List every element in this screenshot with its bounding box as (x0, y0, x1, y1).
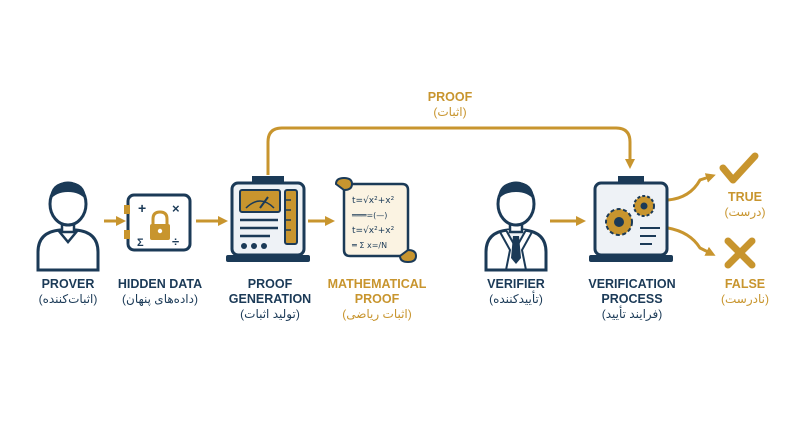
mathematical-proof-title-line2: PROOF (354, 292, 400, 306)
verification-process-title-line2: PROCESS (601, 292, 663, 306)
safe-times-symbol: × (172, 201, 180, 216)
prover-subtitle: (اثبات‌کننده) (38, 292, 98, 306)
scroll-formula-line-2: ═══=(—) (351, 211, 387, 220)
scroll-formula-line-3: t=√x²+x² (352, 225, 395, 236)
verification-process-label: VERIFICATION PROCESS (فرایند تأیید) (578, 277, 686, 322)
scroll-formula-line-4: ═ Σ x=/N (351, 241, 387, 250)
machine-icon (226, 176, 310, 262)
person-icon (36, 181, 100, 272)
proof-arc-subtitle: (اثبات) (433, 105, 467, 119)
scroll-formula-line-1: t=√x²+x² (352, 195, 395, 206)
verifier-title: VERIFIER (487, 277, 545, 291)
arrow-process-to-true (667, 173, 716, 202)
prover-title: PROVER (41, 277, 95, 291)
proof-generation-title-line1: PROOF (247, 277, 293, 291)
gears-monitor-icon (589, 176, 673, 262)
hidden-data-title: HIDDEN DATA (117, 277, 203, 291)
safe-plus-symbol: + (138, 200, 146, 216)
proof-arc-arrow (266, 126, 635, 175)
hidden-data-label: HIDDEN DATA (داده‌های پنهان) (108, 277, 212, 307)
proof-generation-title-line2: GENERATION (228, 292, 312, 306)
arrow-process-to-false (667, 226, 716, 256)
verification-process-title-line1: VERIFICATION (588, 277, 676, 291)
true-subtitle: (درست) (724, 205, 766, 219)
mathematical-proof-title-line1: MATHEMATICAL (327, 277, 427, 291)
mathematical-proof-subtitle: (اثبات ریاضی) (342, 307, 412, 321)
verifier-label: VERIFIER (تأییدکننده) (466, 277, 566, 307)
false-title: FALSE (724, 277, 766, 291)
businessman-icon (484, 181, 548, 272)
safe-divide-symbol: ÷ (172, 234, 179, 249)
safe-sigma-symbol: Σ (137, 237, 144, 249)
proof-arc-label: PROOF (اثبات) (400, 90, 500, 120)
verification-process-subtitle: (فرایند تأیید) (601, 307, 663, 321)
verifier-subtitle: (تأییدکننده) (489, 292, 543, 306)
check-icon (719, 152, 759, 184)
mathematical-proof-label: MATHEMATICAL PROOF (اثبات ریاضی) (318, 277, 436, 322)
false-subtitle: (نادرست) (721, 292, 769, 306)
hidden-data-subtitle: (داده‌های پنهان) (122, 292, 198, 306)
proof-arc-title: PROOF (427, 90, 473, 104)
false-label: FALSE (نادرست) (705, 277, 785, 307)
prover-label: PROVER (اثبات‌کننده) (20, 277, 116, 307)
true-title: TRUE (727, 190, 763, 204)
proof-generation-subtitle: (تولید اثبات) (240, 307, 300, 321)
true-label: TRUE (درست) (705, 190, 785, 220)
scroll-icon: t=√x²+x² ═══=(—) t=√x²+x² ═ Σ x=/N (334, 176, 418, 264)
lock-safe-icon: + × Σ ÷ (124, 193, 192, 252)
proof-generation-label: PROOF GENERATION (تولید اثبات) (220, 277, 320, 322)
cross-icon (724, 237, 756, 269)
